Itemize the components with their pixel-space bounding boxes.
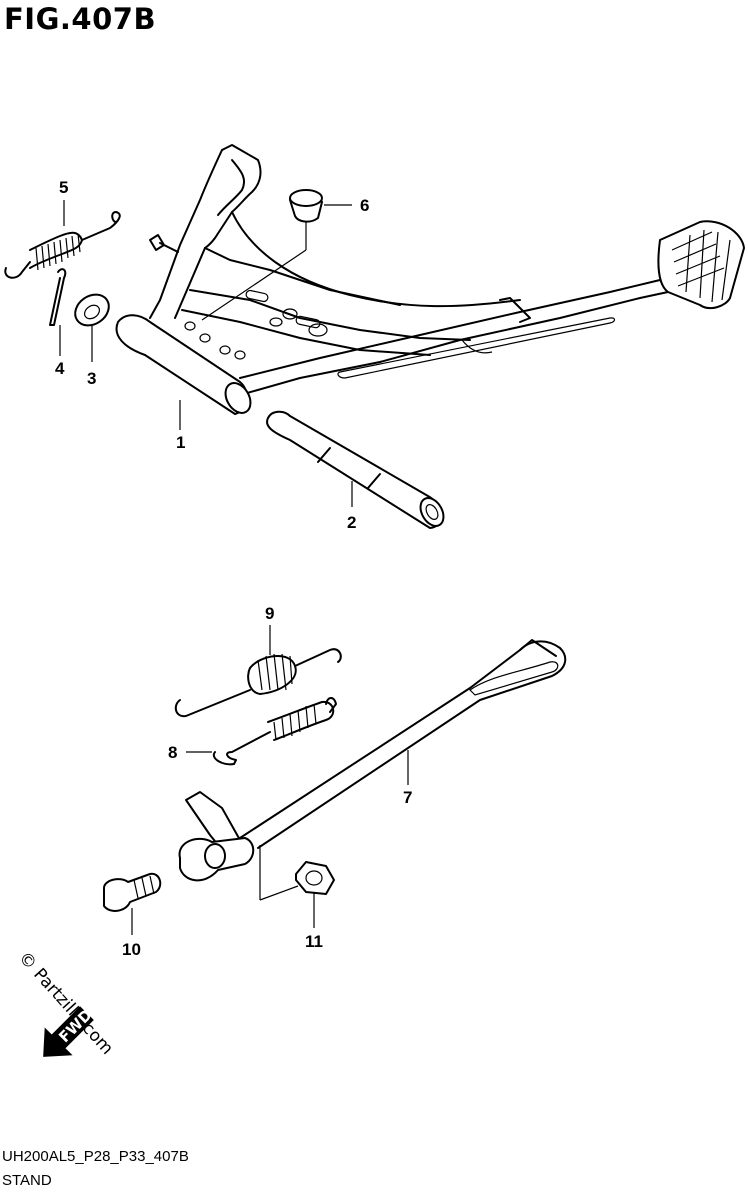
callout-6: 6 [360,196,369,215]
rubber-stopper-6-drawing [289,189,323,223]
cotter-pin-4-drawing [49,268,67,326]
callout-5: 5 [59,178,68,197]
washer-3-drawing [74,293,110,327]
callout-7: 7 [403,788,412,807]
nut-11-drawing [295,861,335,895]
leader-lines [59,200,409,935]
callout-8: 8 [168,743,177,762]
diagram-name: STAND [2,1172,52,1189]
partzilla-watermark: © Partzilla.com FWD [14,948,117,1059]
figure-title: FIG.407B [4,2,157,36]
side-stand-drawing [178,639,567,882]
pivot-bolt-10-drawing [103,872,162,912]
spring-9-drawing [174,648,342,718]
callout-4: 4 [55,359,65,378]
callout-9: 9 [265,604,274,623]
callout-11: 11 [305,932,323,951]
callout-10: 10 [122,940,141,959]
shaft-drawing [266,410,445,529]
callout-labels: 1 2 3 4 5 6 7 8 9 10 11 [55,178,412,959]
callout-2: 2 [347,513,356,532]
callout-3: 3 [87,369,96,388]
spring-8-drawing [212,697,337,766]
callout-1: 1 [176,433,185,452]
diagram-code: UH200AL5_P28_P33_407B [2,1148,189,1165]
spring-5-drawing [4,211,121,279]
center-stand-drawing [115,144,745,415]
